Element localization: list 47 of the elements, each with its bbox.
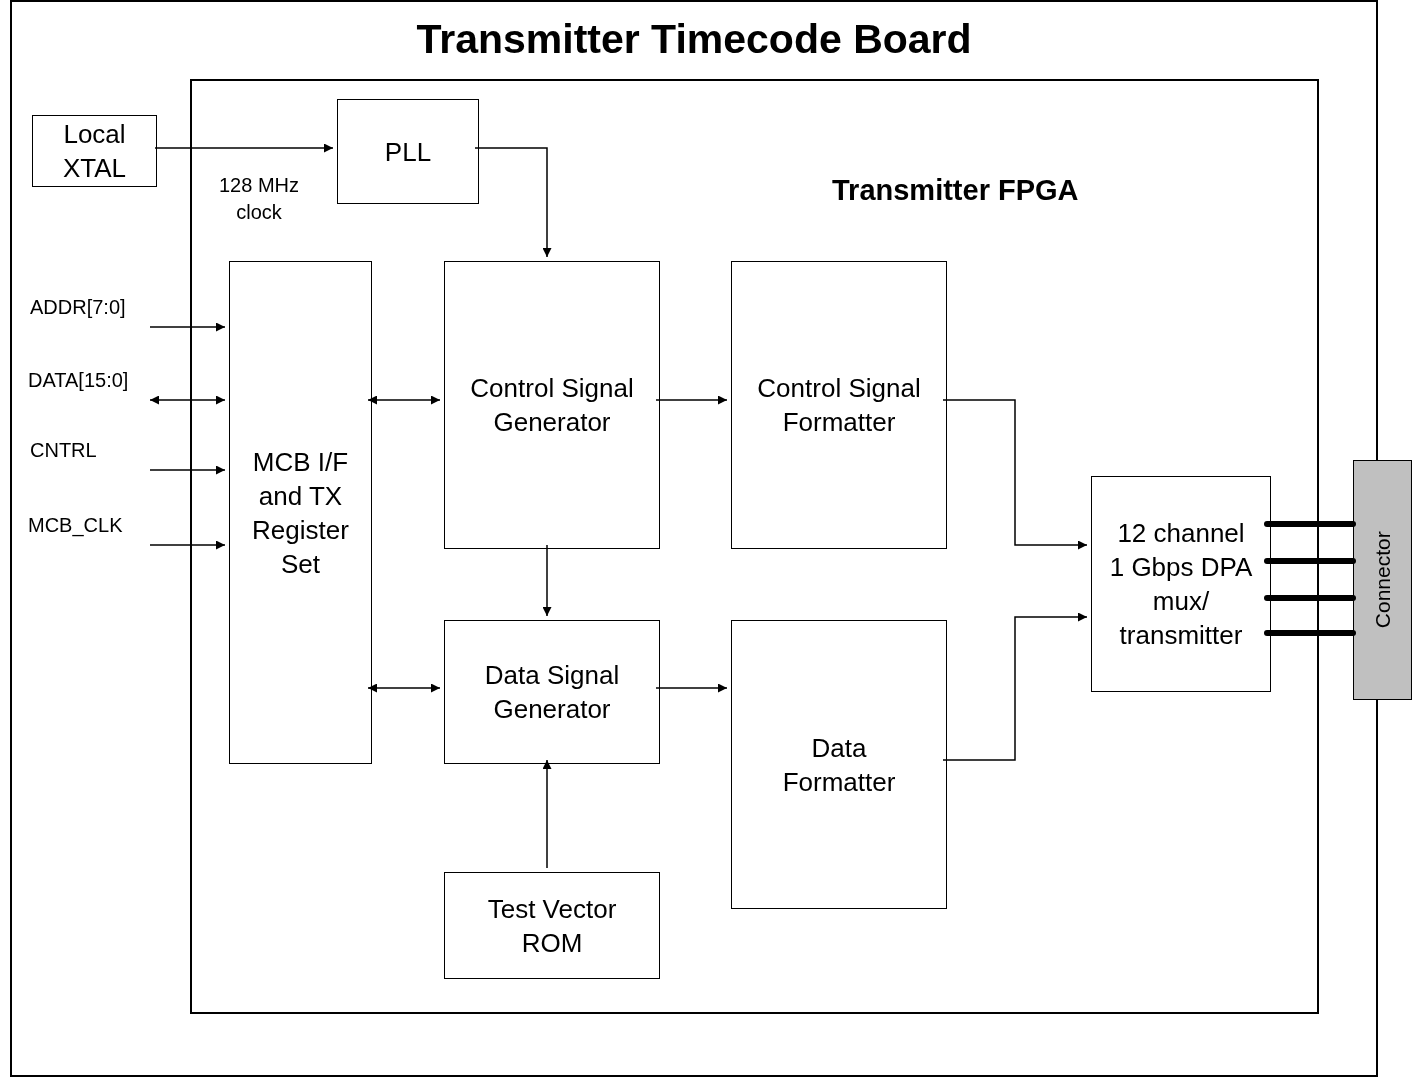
edge-label: 128 MHz clock: [218, 173, 300, 225]
fpga-label: Transmitter FPGA: [832, 173, 1079, 208]
edge-label: MCB_CLK: [28, 513, 124, 539]
arrow: [149, 465, 226, 475]
arrow: [542, 759, 552, 869]
block-box: [337, 99, 479, 204]
block-label: Control Signal Formatter: [756, 372, 922, 439]
arrow: [655, 683, 728, 693]
block-box: [1091, 476, 1271, 692]
block-label: 12 channel 1 Gbps DPA mux/ transmitter: [1108, 517, 1254, 652]
bus-line: [1264, 595, 1356, 601]
block-box: [32, 115, 157, 187]
arrow: [154, 143, 334, 153]
arrow: [942, 612, 1088, 761]
block-label: PLL: [384, 135, 432, 169]
arrow: [942, 399, 1088, 550]
bus-line: [1264, 630, 1356, 636]
arrow: [542, 544, 552, 617]
edge-label: DATA[15:0]: [28, 368, 130, 393]
bus-line: [1264, 521, 1356, 527]
block-box: [731, 261, 947, 549]
arrow: [149, 322, 226, 332]
arrow: [149, 540, 226, 550]
connector-block: [1353, 460, 1412, 700]
block-box: [731, 620, 947, 909]
arrow: [149, 395, 226, 405]
block-label: Test Vector ROM: [486, 892, 618, 960]
block-box: [444, 261, 660, 549]
block-box: [229, 261, 372, 764]
block-label: Control Signal Generator: [469, 372, 635, 439]
fpga-box: [190, 79, 1319, 1014]
arrow: [367, 683, 441, 693]
bus-line: [1264, 558, 1356, 564]
arrow: [655, 395, 728, 405]
block-label: Data Signal Generator: [483, 659, 621, 726]
block-box: [444, 620, 660, 764]
board-outline: [10, 0, 1378, 1077]
block-label: Data Formatter: [781, 731, 897, 799]
block-label: Local XTAL: [61, 118, 128, 185]
arrow: [474, 147, 552, 258]
connector-label: Connector: [1369, 531, 1395, 629]
arrow: [367, 395, 441, 405]
block-box: [444, 872, 660, 979]
edge-label: ADDR[7:0]: [30, 295, 127, 320]
block-label: MCB I/F and TX Register Set: [251, 445, 350, 581]
board-title: Transmitter Timecode Board: [416, 15, 972, 64]
edge-label: CNTRL: [30, 438, 98, 463]
